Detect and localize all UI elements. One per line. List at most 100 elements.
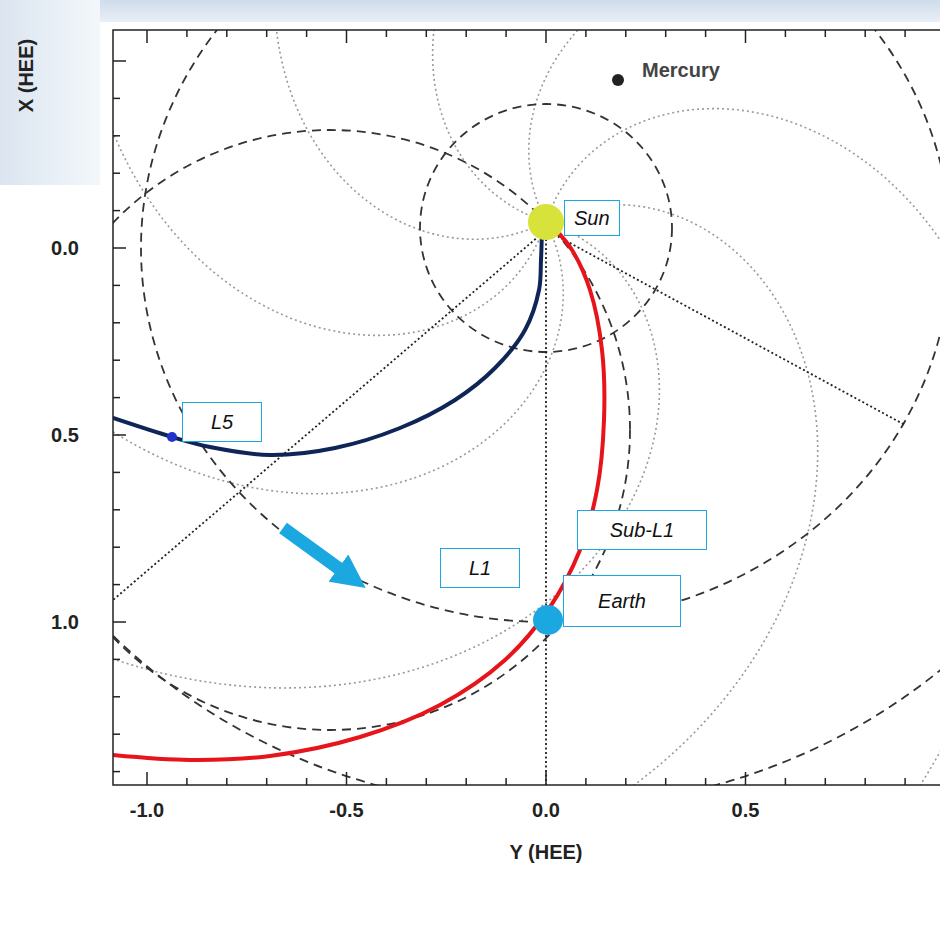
tick [113,135,120,137]
orbit-circle [113,130,630,730]
label-box: Sub-L1 [577,510,707,550]
tick-label: 1.0 [51,611,79,634]
parker-spiral [113,30,546,335]
tick [113,434,126,436]
tick [505,30,507,37]
tick [113,247,126,249]
tick [226,778,228,785]
axis-title: X (HEE) [16,38,39,111]
tick [113,98,120,100]
label-box: L1 [440,548,520,588]
sun-line [545,230,547,785]
tick [113,733,120,735]
point-label: Sun [574,207,610,230]
label-box: Earth [563,575,681,627]
tick [186,778,188,785]
parker-spiral [113,30,563,494]
tick [113,397,120,399]
tick [346,772,348,785]
tick [545,30,547,43]
tick [665,778,667,785]
tick [585,30,587,37]
parker-spiral [274,30,940,239]
tick [705,30,707,37]
tick [113,659,120,661]
tick [113,621,126,623]
tick [113,472,120,474]
l5-field-line [113,228,542,455]
tick [346,30,348,43]
plot-frame [113,30,940,785]
plot-area [113,30,940,785]
tick [146,30,148,43]
tick [904,30,906,37]
tick [825,30,827,37]
tick [864,778,866,785]
tick [465,778,467,785]
tick [186,30,188,37]
tick [113,172,120,174]
tick [426,30,428,37]
tick [113,60,126,62]
axis-ticks [113,30,905,785]
tick [113,584,120,586]
tick [545,772,547,785]
tick-label: -1.0 [130,799,164,822]
tick [306,30,308,37]
point-label: Sub-L1 [610,519,675,542]
tick [386,778,388,785]
tick [426,778,428,785]
tick [113,210,120,212]
tick [306,778,308,785]
parker-spiral [529,30,940,626]
tick [745,30,747,43]
tick-label: 0.5 [51,424,79,447]
tick [904,778,906,785]
l5-dot [167,432,177,442]
tick [113,285,120,287]
tick [465,30,467,37]
earth-disc [533,605,563,635]
sun-disc [528,204,564,240]
orbit-circle [420,104,672,352]
tick [226,30,228,37]
slide-band [0,0,940,22]
tick [113,771,120,773]
earth-field-line [113,226,604,760]
tick-label: 0.5 [732,799,760,822]
slide-band [0,0,100,185]
tick [113,509,120,511]
point-label: Earth [598,590,646,613]
orbit-circle [113,30,940,785]
tick [864,30,866,37]
rotation-arrow [283,528,352,578]
tick-label: 0.0 [532,799,560,822]
tick [585,778,587,785]
planet-label: Mercury [642,59,720,82]
label-box: Sun [564,200,620,236]
tick [113,546,120,548]
parker-spiral [433,30,940,222]
tick [113,322,120,324]
tick [113,696,120,698]
tick [113,359,120,361]
orbit-circle [141,30,940,622]
tick [705,778,707,785]
tick [785,778,787,785]
tick [505,778,507,785]
point-label: L5 [211,411,233,434]
parker-spiral [142,205,817,785]
tick-label: 0.0 [51,237,79,260]
tick [785,30,787,37]
sun-line [113,230,546,600]
mercury-dot [612,74,624,86]
tick [625,778,627,785]
tick [266,778,268,785]
tick-label: -0.5 [329,799,363,822]
tick [825,778,827,785]
tick [745,772,747,785]
label-box: L5 [182,402,262,442]
axis-title: Y (HEE) [510,841,583,864]
tick [625,30,627,37]
